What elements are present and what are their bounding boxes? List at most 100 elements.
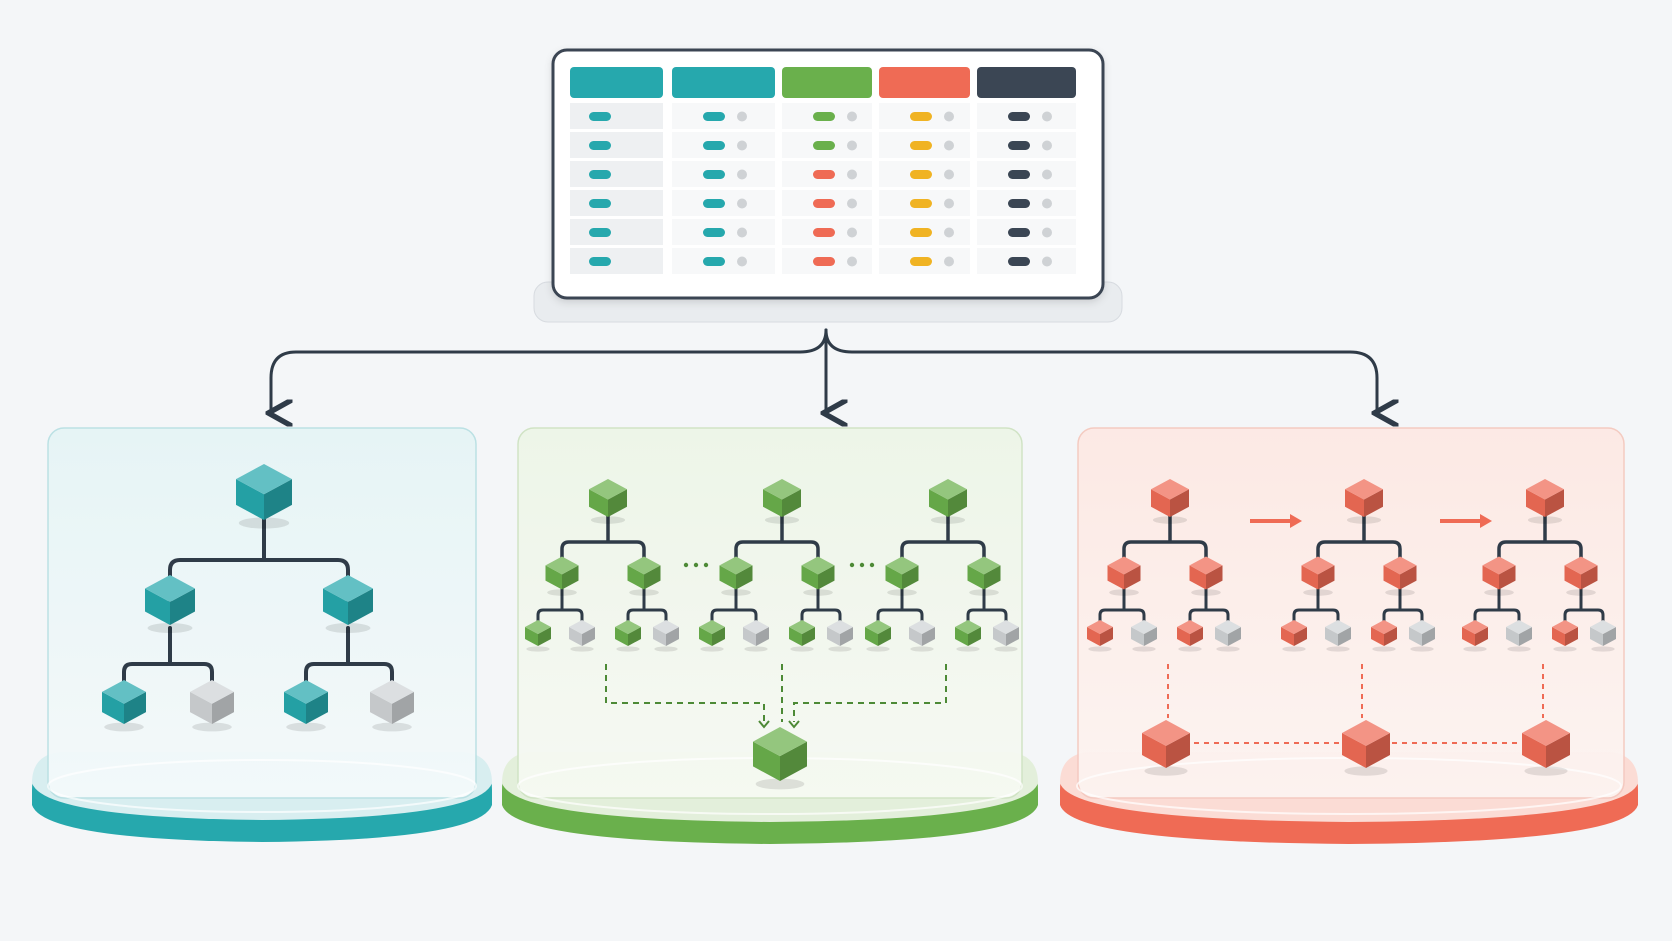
split-node [545,556,579,596]
cube-left-face [1383,565,1400,590]
cube-right-face [644,565,661,590]
cube-left-face [1342,732,1366,768]
cube-top-face [967,556,1001,575]
cube-shadow [700,646,724,652]
cube-right-face [756,627,769,646]
split-node [967,556,1001,596]
bagged-tree-1 [525,479,679,652]
split-node [719,556,753,596]
cube-left-face [1371,627,1384,646]
cube-right-face [902,565,919,590]
table-value-pill [813,141,835,150]
stage-output-node [1142,720,1190,776]
cube-shadow [866,646,890,652]
table-value-pill [589,112,611,121]
cube-right-face [1144,627,1157,646]
split-node [885,556,919,596]
cube-right-face [666,627,679,646]
cube-top-face [569,620,595,635]
table-value-pill [910,170,932,179]
table-header-cell [782,67,872,98]
cube-shadow [956,646,980,652]
cube-shadow [1524,766,1568,776]
tree-edge [1473,586,1521,634]
table-value-dot [1042,256,1052,267]
cube-right-face [124,691,146,724]
cube-right-face [922,627,935,646]
table-value-dot [1042,227,1052,238]
leaf-node-inactive [1215,620,1241,652]
cube-left-face [236,479,264,520]
cube-top-face [1189,556,1223,575]
leaf-node-inactive [1409,620,1435,652]
cube-right-face [878,627,891,646]
aggregated-output-node [753,727,807,790]
leaf-node-inactive [827,620,853,652]
leaf-node [284,680,328,732]
cube-top-face [627,556,661,575]
table-header-cell [977,67,1076,98]
cube-right-face [1294,627,1307,646]
cube-left-face [993,627,1006,646]
table-value-pill [1008,141,1030,150]
leaf-node [1177,620,1203,652]
cube-shadow [1282,646,1306,652]
leaf-node [1281,620,1307,652]
cube-top-face [284,680,328,704]
root-node [763,479,801,524]
panel-single-tree [32,427,492,842]
split-node [1383,556,1417,596]
boosted-tree-2 [1281,479,1435,652]
cube-right-face [1422,627,1435,646]
cube-shadow [721,589,751,596]
tree-edge [122,626,214,702]
cube-left-face [1142,732,1166,768]
cube-right-face [1603,627,1616,646]
cube-right-face [802,627,815,646]
table-value-dot [1042,198,1052,209]
cube-left-face [909,627,922,646]
cube-right-face [984,565,1001,590]
sequence-arrow-head [1480,514,1492,528]
cube-shadow [1088,646,1112,652]
cube-left-face [1462,627,1475,646]
table-value-pill [910,112,932,121]
root-node [1526,479,1564,524]
cube-left-face [284,691,306,724]
table-value-pill [1008,228,1030,237]
table-value-dot [944,111,954,122]
cube-left-face [1325,627,1338,646]
cube-top-face [1325,620,1351,635]
cube-top-face [1522,720,1570,746]
cube-left-face [801,565,818,590]
cube-shadow [887,589,917,596]
leaf-node [955,620,981,652]
cube-shadow [755,778,805,790]
table-value-pill [703,112,725,121]
cube-left-face [967,565,984,590]
cube-top-face [1345,479,1383,500]
cube-right-face [1519,627,1532,646]
table-value-pill [703,141,725,150]
table-value-pill [589,141,611,150]
tree-edge [800,586,842,634]
cube-top-face [525,620,551,635]
table-value-pill [1008,112,1030,121]
leaf-node-inactive [993,620,1019,652]
cube-top-face [1506,620,1532,635]
cube-left-face [929,489,948,517]
table-value-pill [910,199,932,208]
cube-top-face [909,620,935,635]
cube-left-face [1189,565,1206,590]
cube-shadow [654,646,678,652]
cube-right-face [948,489,967,517]
boosting-sequence [1087,479,1616,776]
cube-shadow [969,589,999,596]
cube-shadow [325,623,371,633]
glass-panel-green [517,427,1023,799]
root-node [589,479,627,524]
cube-shadow [1152,516,1188,524]
bagged-tree-2 [699,479,853,652]
connector-left [271,328,828,413]
